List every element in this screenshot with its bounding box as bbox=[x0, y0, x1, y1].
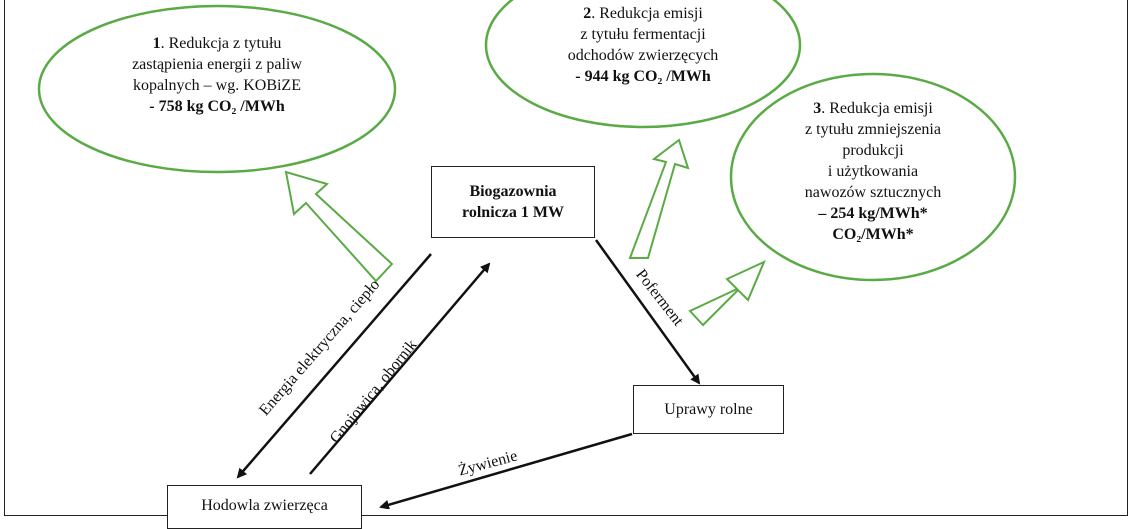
reduction-2-line2: z tytułu fermentacji bbox=[580, 26, 706, 43]
reduction-3-line3: produkcji bbox=[842, 142, 904, 159]
arrow-feeding bbox=[379, 432, 633, 509]
reduction-2-line1: . Redukcja emisji bbox=[591, 5, 703, 22]
reduction-ellipse-1 bbox=[37, 4, 397, 174]
arrow-manure bbox=[309, 262, 491, 475]
diagram-canvas bbox=[37, 0, 1017, 509]
livestock-label: Hodowla zwierzęca bbox=[201, 497, 328, 514]
reduction-2-number: 2 bbox=[583, 5, 592, 22]
biogas-plant-line1: Biogazownia bbox=[469, 183, 557, 200]
reduction-3-line1: . Redukcja emisji bbox=[821, 100, 933, 117]
reduction-1-line1: . Redukcja z tytułu bbox=[160, 35, 282, 52]
livestock-node: Hodowla zwierzęca bbox=[167, 485, 362, 529]
reduction-text-1: 1. Redukcja z tytułu zastąpienia energii… bbox=[92, 33, 342, 117]
reduction-2-value: - 944 kg CO₂ /MWh bbox=[575, 68, 711, 85]
reduction-3-value2: CO₂/MWh* bbox=[832, 226, 914, 243]
reduction-1-value: - 758 kg CO₂ /MWh bbox=[149, 98, 285, 115]
reduction-1-line3: kopalnych – wg. KOBiZE bbox=[133, 77, 301, 94]
crops-label: Uprawy rolne bbox=[664, 401, 753, 418]
reduction-text-3: 3. Redukcja emisji z tytułu zmniejszenia… bbox=[763, 98, 983, 245]
reduction-1-number: 1 bbox=[152, 35, 161, 52]
biogas-plant-line2: rolnicza 1 MW bbox=[462, 204, 564, 221]
arrow-energy bbox=[236, 253, 432, 479]
hollow-arrow-to-ellipse-2 bbox=[628, 138, 690, 259]
reduction-3-value1: – 254 kg/MWh* bbox=[818, 205, 928, 222]
reduction-3-line5: nawozów sztucznych bbox=[804, 184, 942, 201]
arrow-digestate bbox=[594, 239, 701, 385]
reduction-text-2: 2. Redukcja emisji z tytułu fermentacji … bbox=[528, 3, 758, 87]
reduction-3-line2: z tytułu zmniejszenia bbox=[805, 121, 941, 138]
reduction-1-line2: zastąpienia energii z paliw bbox=[132, 56, 302, 73]
reduction-ellipse-3 bbox=[729, 72, 1017, 282]
hollow-arrow-to-ellipse-1 bbox=[284, 170, 394, 283]
crops-node: Uprawy rolne bbox=[633, 385, 784, 434]
biogas-plant-node: Biogazownia rolnicza 1 MW bbox=[431, 166, 595, 238]
reduction-2-line3: odchodów zwierzęcych bbox=[567, 47, 719, 64]
reduction-3-number: 3 bbox=[813, 100, 822, 117]
reduction-3-line4: i użytkowania bbox=[827, 163, 919, 180]
reduction-ellipse-2 bbox=[484, 0, 802, 129]
hollow-arrow-to-ellipse-3 bbox=[688, 260, 766, 327]
